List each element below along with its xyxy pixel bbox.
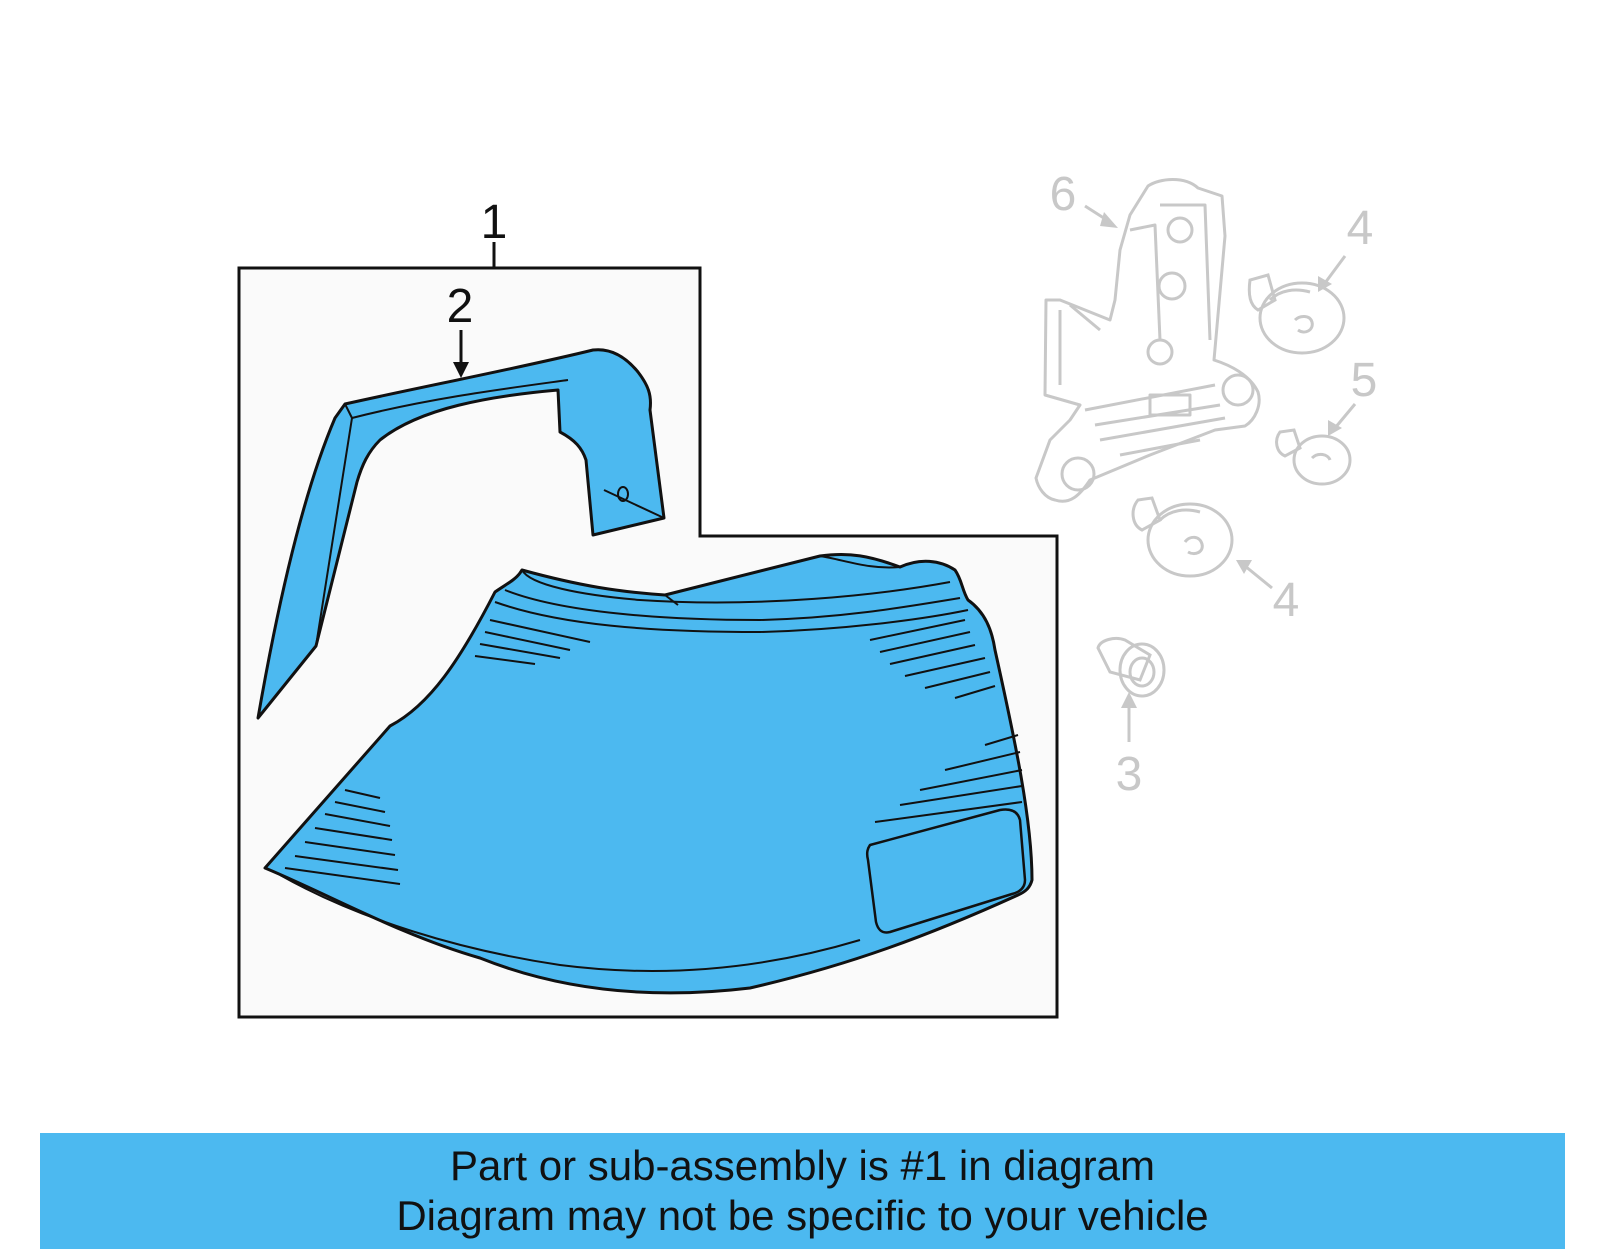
callout-5-label: 5: [1351, 354, 1378, 407]
callout-1-label: 1: [481, 196, 508, 249]
bulb-holder-part: [1034, 178, 1261, 503]
callout-4a-label: 4: [1347, 202, 1374, 255]
callout-3-label: 3: [1116, 748, 1143, 801]
bulb-4-top-part: [1247, 273, 1346, 355]
tail-lamp-part: [263, 553, 1034, 995]
banner-line-1: Part or sub-assembly is #1 in diagram: [450, 1142, 1155, 1189]
trim-gasket-part: [256, 348, 666, 720]
bulb-5-part: [1275, 428, 1352, 486]
callout-2-arrowhead: [453, 362, 469, 378]
callout-6-label: 6: [1050, 168, 1077, 221]
info-banner: Part or sub-assembly is #1 in diagram Di…: [40, 1133, 1565, 1249]
callout-4a-arrowhead: [1318, 276, 1332, 292]
banner-line-2: Diagram may not be specific to your vehi…: [396, 1192, 1209, 1239]
callout-5-arrow: [1333, 403, 1357, 429]
callout-4b-label: 4: [1273, 574, 1300, 627]
callout-4b-arrow: [1244, 564, 1273, 590]
callout-4b-arrowhead: [1236, 560, 1252, 574]
callout-3-arrowhead: [1121, 692, 1137, 708]
callout-5-arrowhead: [1328, 420, 1342, 436]
callout-2-label: 2: [447, 280, 474, 333]
socket-3-part: [1096, 636, 1166, 698]
bulb-4-lower-part: [1131, 496, 1234, 578]
callout-6-arrowhead: [1100, 212, 1118, 228]
callout-4a-arrow: [1323, 255, 1347, 284]
